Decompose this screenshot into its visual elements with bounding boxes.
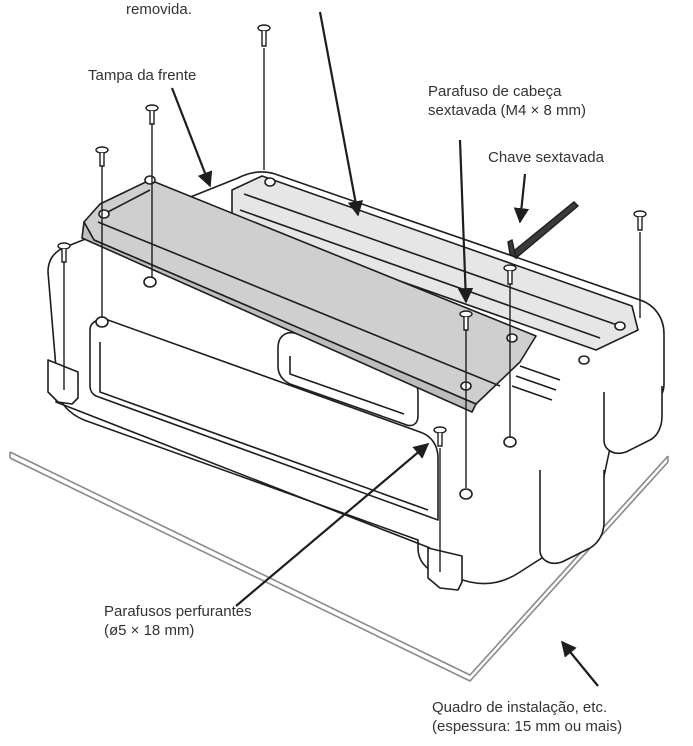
label-removed: removida. xyxy=(126,1,192,18)
label-front-cover: Tampa da frente xyxy=(88,67,197,84)
label-hex-key: Chave sextavada xyxy=(488,149,604,166)
label-tapping-screws: Parafusos perfurantes (ø5 × 18 mm) xyxy=(104,603,252,639)
label-mounting-board: Quadro de instalação, etc. (espessura: 1… xyxy=(432,699,623,735)
front-cover xyxy=(81,175,537,413)
hex-key xyxy=(507,201,580,260)
label-hex-bolt: Parafuso de cabeça sextavada (M4 × 8 mm) xyxy=(428,83,586,119)
leader-arrows xyxy=(170,11,599,687)
screws xyxy=(57,24,647,572)
